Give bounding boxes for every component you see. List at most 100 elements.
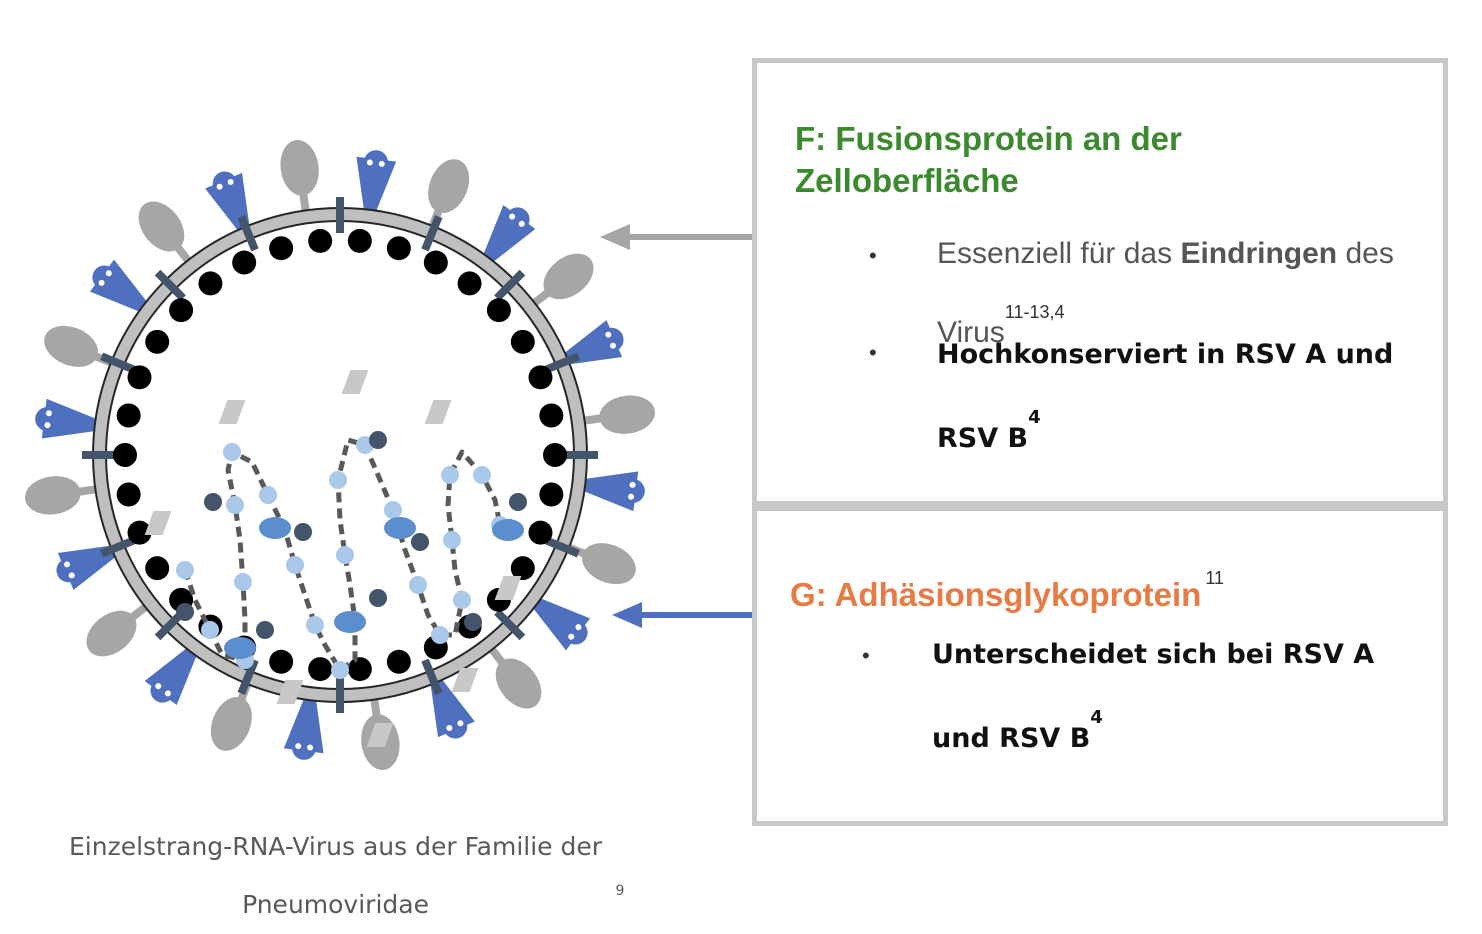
g-spike-dot xyxy=(162,688,173,699)
nucleoprotein xyxy=(226,496,244,514)
g-bullet-entry: Unterscheidet sich bei RSV A und RSV B4 xyxy=(932,623,1432,770)
nucleoprotein xyxy=(384,501,402,519)
membrane-marker xyxy=(237,215,259,252)
matrix-protein xyxy=(308,657,333,682)
g-bullet-text: Unterscheidet sich bei RSV A und RSV B xyxy=(932,639,1375,754)
g-title-text: G: Adhäsionsglykoprotein xyxy=(790,576,1202,613)
g-spike-body xyxy=(41,398,101,439)
membrane-marker xyxy=(494,609,526,641)
polymerase-complex xyxy=(224,637,256,659)
matrix-protein xyxy=(269,236,294,261)
matrix-protein-ring xyxy=(113,228,567,682)
matrix-protein xyxy=(232,250,257,275)
membrane-marker xyxy=(100,536,137,558)
membrane-marker xyxy=(237,658,259,695)
f-spike-head xyxy=(44,325,99,367)
arrow-to-g-protein xyxy=(612,602,752,628)
f-spike-head xyxy=(86,610,137,657)
nucleoprotein xyxy=(306,616,324,634)
f-protein-panel: F: Fusionsprotein an der Zelloberfläche … xyxy=(752,58,1448,506)
matrix-protein xyxy=(127,365,152,390)
g-spike-dot xyxy=(376,158,387,169)
matrix-protein xyxy=(269,649,294,674)
f-spike-head xyxy=(24,476,81,515)
internal-protein xyxy=(341,370,369,394)
membrane-marker xyxy=(421,658,443,695)
f-bullet-text-start: Essenziell für das xyxy=(937,237,1181,270)
f-protein-spike xyxy=(24,476,101,515)
f-bullet-conserved: Hochkonserviert in RSV A und RSV B4 xyxy=(937,323,1407,470)
g-spike-dot xyxy=(293,741,304,752)
internal-proteins xyxy=(144,370,522,747)
matrix-protein xyxy=(486,298,511,323)
matrix-protein xyxy=(386,649,411,674)
phosphoprotein xyxy=(411,533,429,551)
matrix-protein xyxy=(145,556,170,581)
g-spike-dot xyxy=(603,329,614,340)
membrane-marker xyxy=(494,269,526,301)
matrix-protein xyxy=(308,228,333,253)
matrix-protein xyxy=(113,443,137,467)
matrix-protein xyxy=(169,298,194,323)
phosphoprotein xyxy=(369,431,387,449)
matrix-protein xyxy=(528,520,553,545)
nucleoprotein xyxy=(331,661,349,679)
phosphoprotein xyxy=(464,613,482,631)
matrix-protein xyxy=(457,271,482,296)
membrane-marker xyxy=(421,215,443,252)
caption-text: Einzelstrang-RNA-Virus aus der Familie d… xyxy=(69,832,603,919)
g-spike-dot xyxy=(627,479,638,490)
f-spike-head xyxy=(581,543,636,585)
g-spike-dot xyxy=(62,559,73,570)
nucleoprotein xyxy=(336,546,354,564)
internal-protein xyxy=(218,400,246,424)
matrix-protein xyxy=(127,520,152,545)
g-spike-dot xyxy=(573,622,584,633)
g-spike-dot xyxy=(455,718,466,729)
nucleoprotein xyxy=(176,561,194,579)
phosphoprotein xyxy=(369,589,387,607)
membrane-marker xyxy=(154,269,186,301)
f-bullet-entry: Essenziell für das Eindringen des Virus1… xyxy=(937,225,1437,362)
surface-protein-layer xyxy=(24,139,656,771)
rna-nucleocapsid xyxy=(176,431,527,679)
g-protein-spike xyxy=(283,694,324,760)
nucleoprotein xyxy=(441,466,459,484)
f-spike-head xyxy=(495,658,542,709)
membrane-marker xyxy=(100,352,137,374)
bullet-marker: • xyxy=(869,243,877,268)
matrix-protein xyxy=(386,236,411,261)
phosphoprotein xyxy=(509,493,527,511)
matrix-protein xyxy=(347,228,372,253)
nucleoprotein xyxy=(329,471,347,489)
g-spike-dot xyxy=(444,722,455,733)
phosphoprotein xyxy=(294,523,312,541)
g-title-reference: 11 xyxy=(1205,568,1224,588)
g-spike-dot xyxy=(607,340,618,351)
nucleoprotein xyxy=(286,556,304,574)
polymerase-complex xyxy=(259,517,291,539)
polymerase-complex xyxy=(334,611,366,633)
g-spike-dot xyxy=(153,681,164,692)
f-spike-head xyxy=(138,201,185,252)
g-spike-dot xyxy=(96,277,107,288)
f-bullet-text-end: des Virus xyxy=(937,237,1394,349)
g-spike-dot xyxy=(103,268,114,279)
matrix-protein xyxy=(543,443,567,467)
f-spike-head xyxy=(428,159,470,214)
nucleoprotein xyxy=(234,573,252,591)
g-protein-spike xyxy=(356,150,397,216)
matrix-protein xyxy=(510,556,535,581)
phosphoprotein xyxy=(256,621,274,639)
g-protein-spike xyxy=(579,471,645,512)
matrix-protein xyxy=(145,329,170,354)
internal-protein xyxy=(276,680,304,704)
matrix-protein xyxy=(510,329,535,354)
matrix-protein xyxy=(198,271,223,296)
bullet-marker: • xyxy=(869,340,877,365)
matrix-protein xyxy=(116,482,141,507)
g-spike-dot xyxy=(507,211,518,222)
matrix-protein xyxy=(539,403,564,428)
internal-protein xyxy=(494,576,522,600)
